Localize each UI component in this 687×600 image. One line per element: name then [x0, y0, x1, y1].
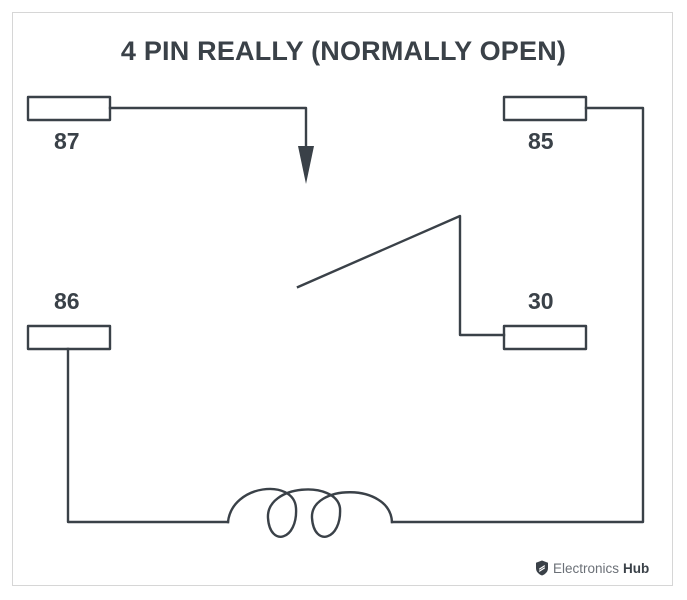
shield-logo-icon [536, 560, 548, 576]
terminal-86 [26, 324, 112, 351]
pin-label-87: 87 [54, 128, 80, 154]
contact-arrow-head [298, 146, 314, 184]
terminal-87 [26, 95, 112, 122]
pin-label-86: 86 [54, 288, 80, 314]
brand-logo: Electronics Hub [535, 560, 649, 576]
coil [226, 487, 394, 538]
diagram-frame [12, 12, 673, 586]
wire-86 [66, 347, 230, 524]
switch-armature [296, 214, 506, 337]
wire-85 [390, 106, 645, 524]
diagram-title: 4 PIN REALLY (NORMALLY OPEN) [120, 36, 567, 66]
terminal-30 [502, 324, 588, 351]
pin-label-30: 30 [528, 288, 554, 314]
wire-87 [108, 106, 308, 152]
brand-name: Electronics [553, 560, 620, 576]
terminal-85 [502, 95, 588, 122]
brand-hub: Hub [623, 560, 650, 576]
pin-label-85: 85 [528, 128, 554, 154]
